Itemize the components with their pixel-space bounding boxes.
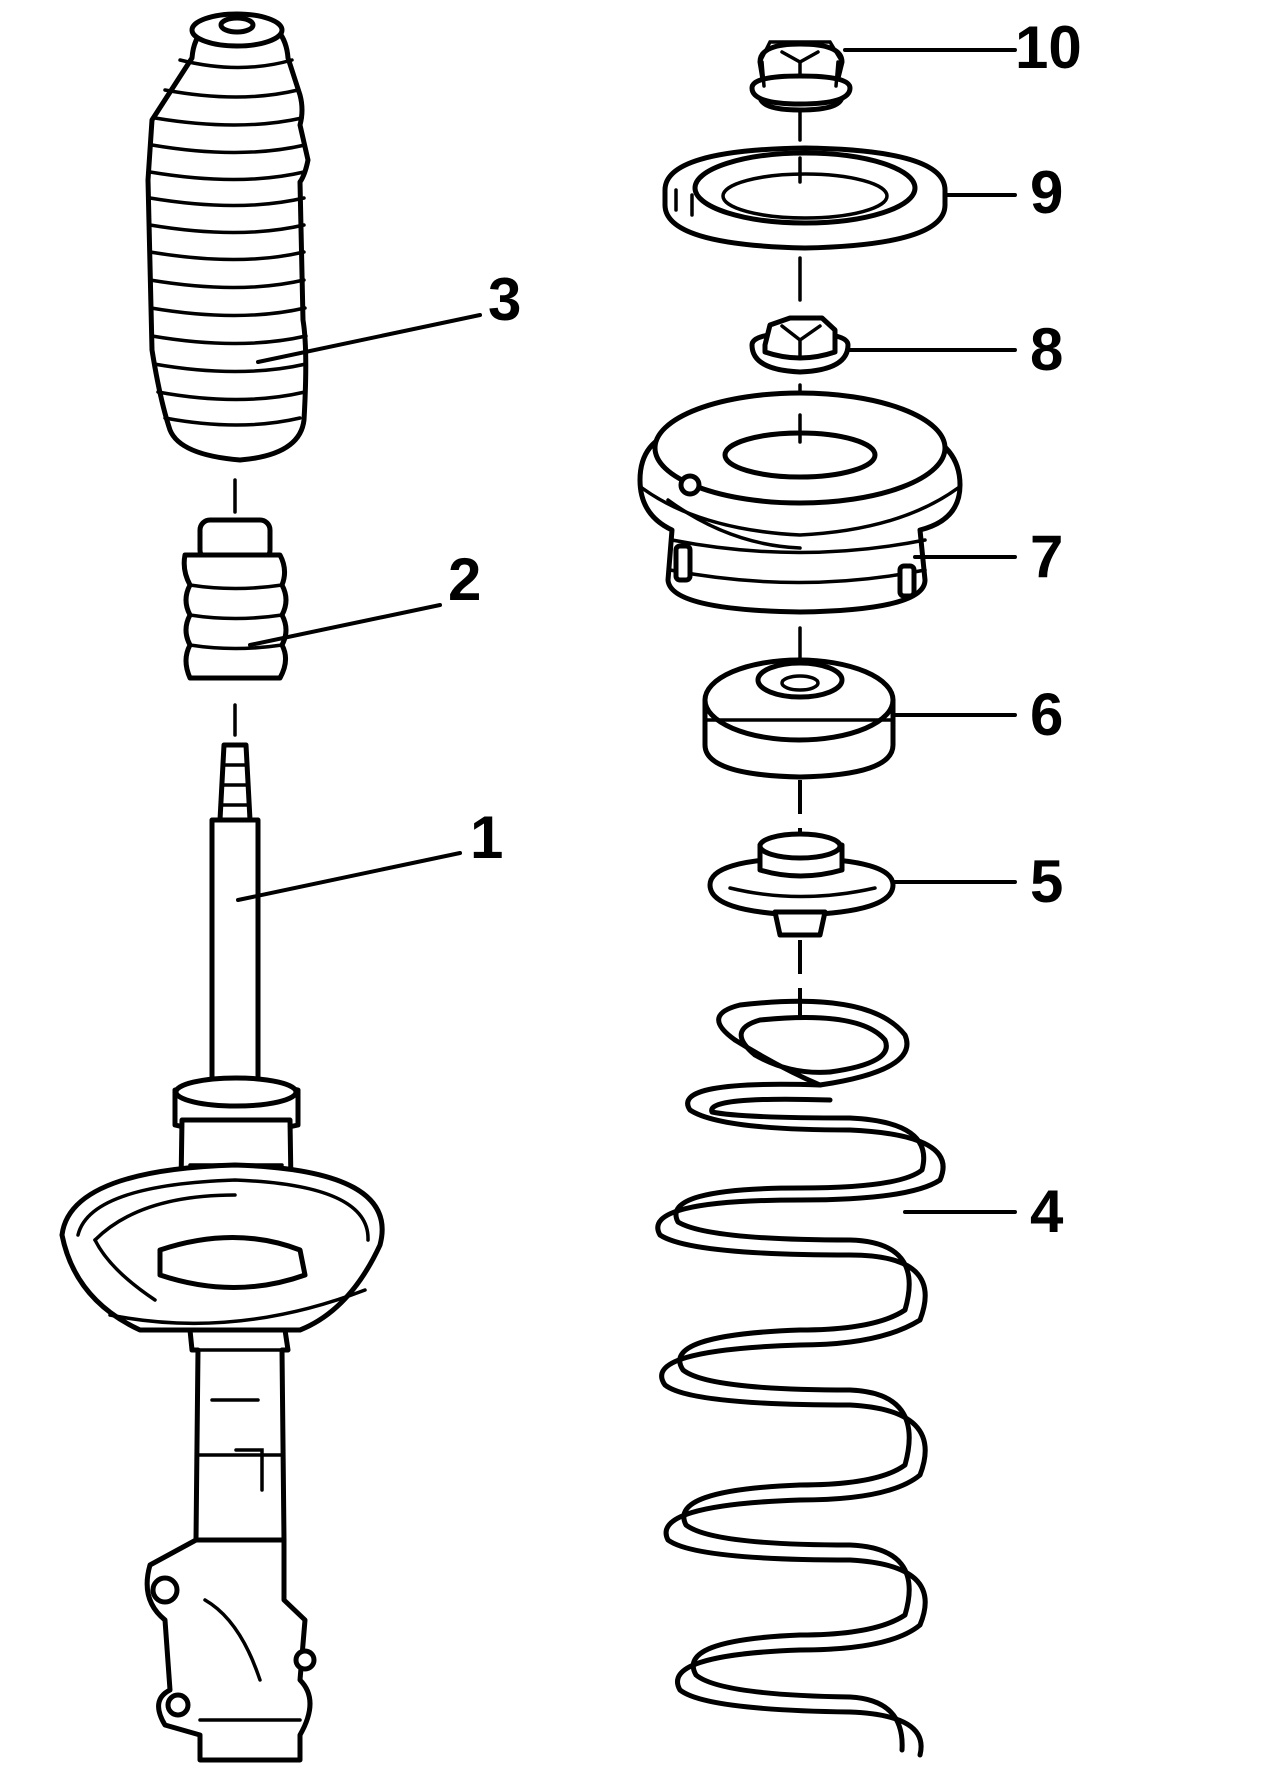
callout-label-2: 2 — [448, 546, 481, 613]
bump-stop-drawing — [181, 517, 289, 681]
callout-label-5: 5 — [1030, 848, 1063, 915]
callout-label-10: 10 — [1015, 14, 1082, 81]
callout-label-7: 7 — [1030, 523, 1063, 590]
strut-mount-drawing — [637, 390, 963, 615]
bumper-pad-drawing — [702, 657, 896, 780]
spring-seat-drawing — [707, 831, 896, 938]
bearing-plate-drawing — [662, 145, 948, 251]
leader-line-2 — [248, 603, 442, 647]
callout-label-9: 9 — [1030, 159, 1063, 226]
callout-label-6: 6 — [1030, 681, 1063, 748]
leader-line-1 — [236, 851, 462, 902]
mount-nut-drawing — [749, 315, 851, 375]
callout-label-8: 8 — [1030, 316, 1063, 383]
callout-label-4: 4 — [1030, 1178, 1064, 1245]
strut-assembly-drawing — [59, 742, 385, 1763]
callout-label-1: 1 — [470, 804, 503, 871]
dust-boot-drawing — [145, 11, 311, 463]
coil-spring-drawing — [655, 998, 946, 1758]
top-nut-drawing — [749, 40, 853, 113]
callout-label-3: 3 — [488, 266, 521, 333]
leader-line-3 — [256, 313, 482, 364]
